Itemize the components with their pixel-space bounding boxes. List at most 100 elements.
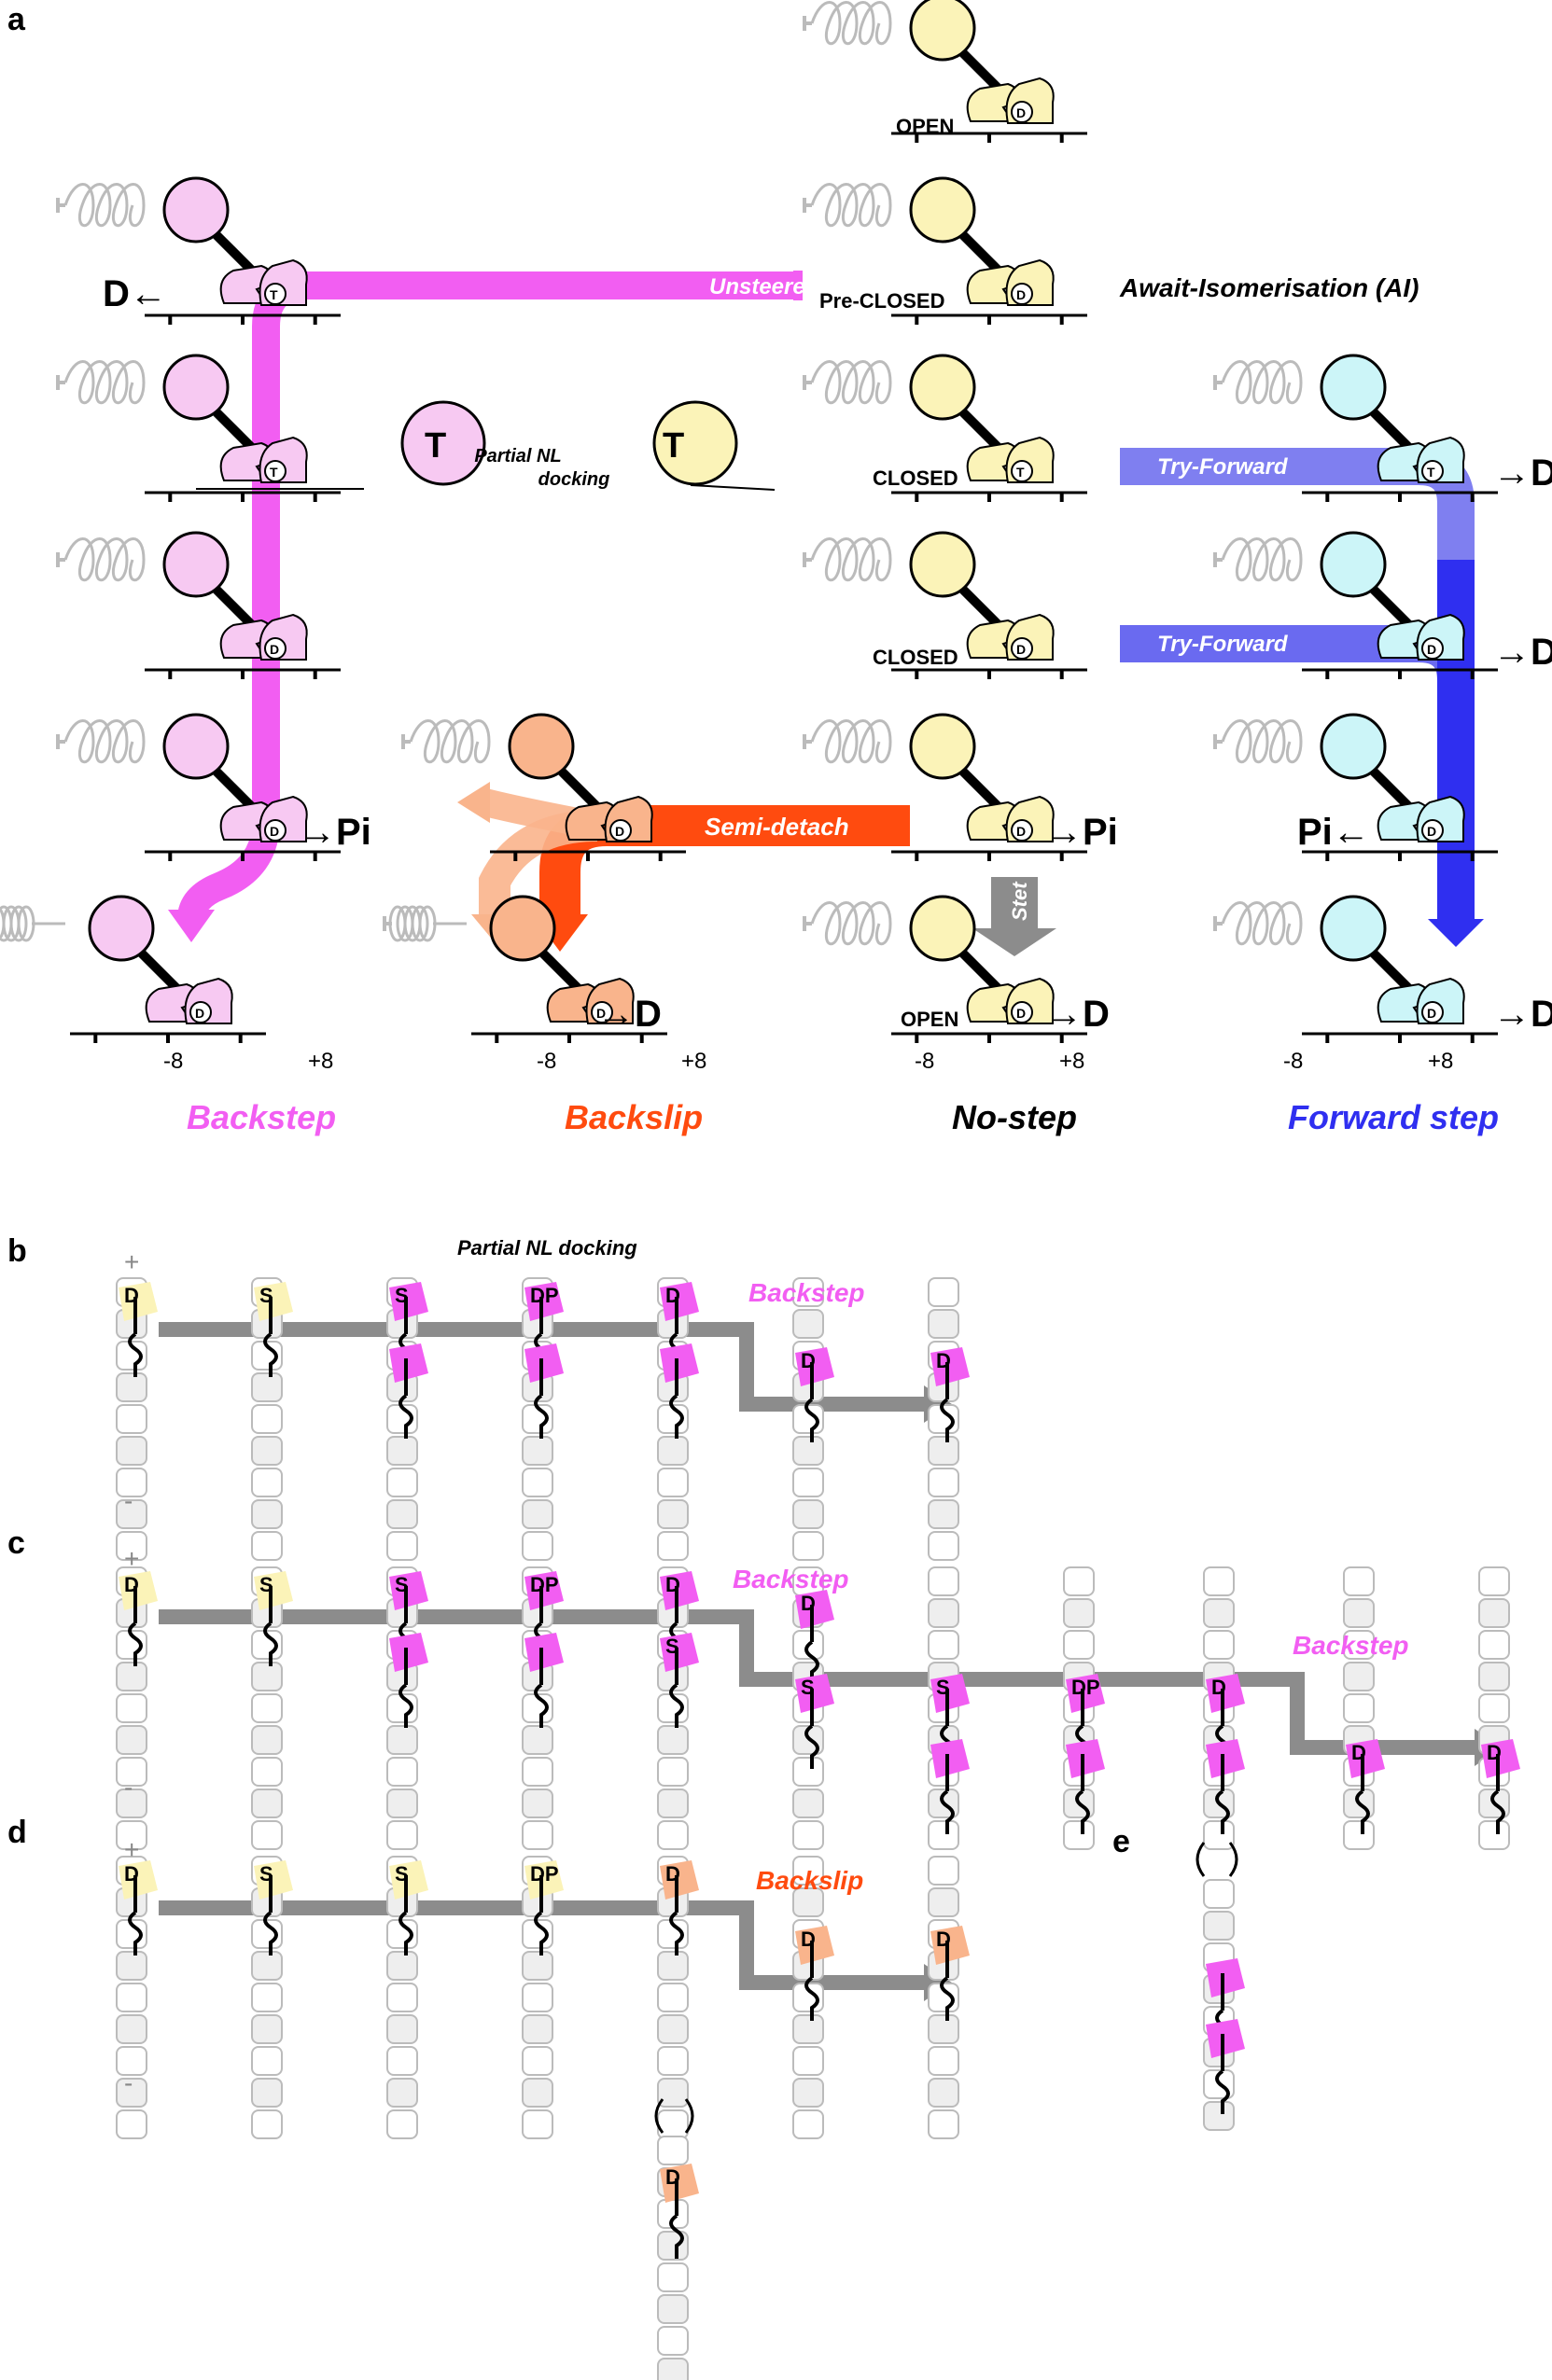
- nucleotide-site: [264, 819, 287, 842]
- tubulin-subunit: [251, 1468, 283, 1497]
- try-forward-label-2: Try-Forward: [1157, 632, 1289, 657]
- nucleotide-label: D: [801, 1592, 816, 1615]
- track-axis: [891, 313, 1087, 325]
- tubulin-subunit: [116, 1983, 147, 2012]
- tubulin-subunit: [386, 1788, 418, 1818]
- neck-linker: [669, 1648, 684, 1728]
- tick-label-minus: -8: [537, 1049, 556, 1074]
- nucleotide-label: D: [1487, 1741, 1502, 1764]
- tubulin-subunit: [792, 1499, 824, 1529]
- spring: [56, 719, 146, 764]
- nucleotide-label: S: [395, 1573, 409, 1596]
- nucleotide-letter: T: [1427, 465, 1435, 480]
- tubulin-subunit: [251, 1662, 283, 1691]
- tubulin-subunit: [522, 1436, 553, 1466]
- spring: [1213, 360, 1303, 405]
- tubulin-subunit: [386, 1757, 418, 1787]
- kinesin-head: [389, 1343, 428, 1439]
- tick-label-minus: -8: [163, 1049, 183, 1074]
- tubulin-subunit: [657, 2294, 689, 2324]
- track-axis: [1302, 491, 1498, 502]
- nucleotide-letter: T: [1016, 465, 1025, 480]
- track-axis: [490, 850, 686, 861]
- kinesin-head: [1206, 1739, 1245, 1834]
- tick-label-minus: -8: [1283, 1049, 1303, 1074]
- tether-bead: [162, 531, 230, 598]
- kinesin-head: D: [930, 1347, 970, 1442]
- head-shape: [930, 1739, 970, 1778]
- tubulin-subunit: [386, 2109, 418, 2139]
- kinesin-head: [930, 1739, 970, 1834]
- nucleotide-label: S: [665, 1635, 679, 1658]
- nostep-closed-dp: D: [803, 531, 1087, 679]
- tubulin-subunit: [657, 1531, 689, 1561]
- tubulin-subunit: [116, 1788, 147, 1818]
- pathway-d: [159, 1900, 933, 1990]
- tubulin-subunit: [251, 1788, 283, 1818]
- nucleotide-site: [1421, 460, 1444, 482]
- tubulin-subunit: [657, 1951, 689, 1981]
- tubulin-subunit: [251, 1725, 283, 1755]
- tubulin-subunit: [522, 1468, 553, 1497]
- tubulin-subunit: [657, 2109, 689, 2139]
- nucleotide-label: S: [259, 1862, 273, 1886]
- tether-bead: [1320, 354, 1387, 421]
- tubulin-subunit: [792, 1757, 824, 1787]
- plus-d: +: [124, 1835, 139, 1864]
- neck-linker: [1075, 1754, 1090, 1834]
- head-shape: [930, 1674, 970, 1713]
- tubulin-subunit: [657, 1983, 689, 2012]
- nucleotide-label: DP: [530, 1862, 559, 1886]
- tether-bead: [909, 0, 976, 62]
- neck-linker: [263, 1586, 278, 1666]
- head-shape: [1481, 1739, 1520, 1778]
- outcome-backstep: Backstep: [187, 1098, 336, 1136]
- motor-group: DDTDD→PiD→DTD←TDD→PiDDD→DT→DD→DDPi←D→D-8…: [0, 0, 1552, 1074]
- neck-linker: [263, 1297, 278, 1377]
- tubulin-subunit: [522, 1725, 553, 1755]
- plus-c: +: [124, 1544, 139, 1573]
- tubulin-subunit: [386, 1468, 418, 1497]
- spring: [56, 360, 146, 405]
- tubulin-subunit: [251, 2109, 283, 2139]
- state-open-bottom: OPEN: [901, 1008, 958, 1031]
- tether-bead: [1320, 713, 1387, 780]
- tubulin-subunit: [1343, 1662, 1375, 1691]
- tubulin-subunit: [928, 1566, 959, 1596]
- kinesin-head: D: [660, 1860, 699, 1955]
- protofilament: [251, 1277, 283, 1561]
- protofilament: [251, 1856, 283, 2139]
- tubulin-subunit: [1203, 1598, 1235, 1628]
- release-label: →D: [1493, 452, 1552, 494]
- tubulin-subunit: [116, 2109, 147, 2139]
- nucleotide-site: [1011, 637, 1033, 660]
- spring-compressed: [383, 905, 467, 942]
- tubulin-subunit: [657, 2326, 689, 2356]
- state-pre-closed: Pre-CLOSED: [819, 289, 944, 313]
- tubulin-subunit: [1203, 1566, 1235, 1596]
- kinesin-head: [389, 1633, 428, 1728]
- nucleotide-site: [609, 819, 632, 842]
- spring: [401, 719, 491, 764]
- head-shape: [660, 1282, 699, 1321]
- nucleotide-label: D: [665, 1284, 680, 1307]
- tubulin-subunit: [251, 2046, 283, 2076]
- tubulin-subunit: [116, 1951, 147, 1981]
- tubulin-subunit: [792, 2046, 824, 2076]
- protofilament: [928, 1277, 959, 1561]
- tubulin-subunit: [657, 2262, 689, 2292]
- neck-linker: [669, 2178, 684, 2259]
- nostep-pi: D→Pi: [803, 713, 1118, 861]
- neck-linker: [128, 1586, 143, 1666]
- tubulin-subunit: [792, 1887, 824, 1917]
- spring-compressed: [0, 905, 65, 942]
- protofilament: [386, 1856, 418, 2139]
- nucleotide-site: [264, 283, 287, 305]
- spring: [803, 537, 892, 582]
- tubulin-subunit: [251, 1951, 283, 1981]
- forward-1: T →D: [1213, 354, 1552, 502]
- track-axis: [1302, 668, 1498, 679]
- tether-bead: [1320, 895, 1387, 962]
